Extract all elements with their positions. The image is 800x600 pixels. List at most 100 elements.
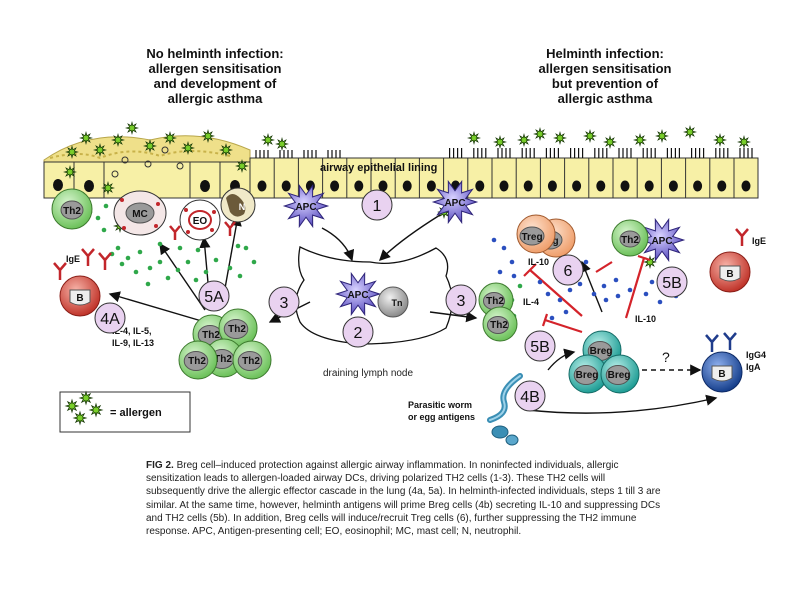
allergen-icon — [713, 133, 727, 147]
arrow-apc-to-node-right — [379, 214, 441, 261]
cytokine-dot — [577, 281, 583, 287]
step-label: 1 — [373, 198, 382, 215]
th2-label: Th2 — [63, 206, 81, 217]
th2-cell-epithelium: Th2 — [51, 188, 93, 230]
th2-label: Th2 — [490, 320, 508, 331]
arrow-worm-to-breg — [547, 348, 576, 371]
caption-text: Breg cell–induced protection against all… — [146, 460, 661, 538]
step-label: 3 — [280, 295, 289, 312]
cytokines-line-2: IL-9, IL-13 — [112, 338, 154, 348]
cytokine-dot — [147, 265, 153, 271]
inhibition-lines — [523, 254, 651, 334]
cytokine-dot — [195, 247, 201, 253]
cytokine-dot — [175, 267, 181, 273]
cytokine-dot — [165, 275, 171, 281]
allergen-icon — [111, 133, 125, 147]
apc-label: APC — [347, 290, 368, 301]
epithelium-label: airway epithelial lining — [320, 162, 437, 174]
arrow-breg-to-treg — [580, 260, 603, 313]
inhibit-breg-th2 — [544, 318, 583, 334]
eosinophil-label: EO — [193, 216, 208, 227]
allergen-icon — [583, 129, 597, 143]
apc-label: APC — [444, 198, 465, 209]
question-mark: ? — [662, 349, 670, 365]
cytokine-dot — [185, 259, 191, 265]
step-marker — [514, 380, 546, 412]
cytokine-dot — [643, 291, 649, 297]
cytokine-dot — [497, 269, 503, 275]
allergen-icon — [517, 133, 531, 147]
right-heading-line: Helminth infection: — [546, 46, 664, 61]
step-marker — [656, 266, 688, 298]
cytokine-dot — [101, 227, 107, 233]
step-marker — [445, 284, 477, 316]
allergen-icon — [79, 131, 93, 145]
cytokine-dot — [243, 245, 249, 251]
b-cell-label: B — [76, 293, 83, 304]
cytokine-dot — [627, 287, 633, 293]
allergen-icon — [88, 402, 104, 418]
allergen-icon — [737, 135, 751, 149]
arrow-th2-to-bcell — [108, 291, 206, 323]
allergen-icon — [72, 410, 88, 426]
th2-cell-upper-right: Th2 — [611, 219, 649, 257]
ige-label-left: IgE — [66, 254, 80, 264]
cytokine-dot — [203, 269, 209, 275]
arrow-worm-to-bcell — [527, 394, 718, 414]
allergen-icon — [181, 141, 195, 155]
breg-label: Breg — [590, 346, 613, 357]
cytokine-dot — [157, 259, 163, 265]
cytokine-dot — [115, 245, 121, 251]
allergen-icon — [101, 181, 115, 195]
left-heading-line: allergen sensitisation — [148, 61, 282, 76]
neutrophil-label: N — [239, 202, 246, 212]
cytokine-dot — [177, 245, 183, 251]
mast-cell: MC — [113, 190, 167, 236]
left-heading: No helminth infection: allergen sensitis… — [110, 46, 320, 106]
il10-label-upper: IL-10 — [528, 257, 549, 267]
cytokine-dot — [591, 291, 597, 297]
step-label: 3 — [457, 293, 466, 310]
th2-label: Th2 — [242, 356, 260, 367]
cytokine-dot — [657, 299, 663, 305]
allergen-icon — [655, 129, 669, 143]
cytokine-dot — [119, 261, 125, 267]
cytokine-dot — [649, 279, 655, 285]
figure-caption: FIG 2. Breg cell–induced protection agai… — [146, 459, 666, 538]
allergen-icon — [93, 143, 107, 157]
arrow-apc-to-node-left — [321, 227, 355, 262]
cytokine-dot — [601, 283, 607, 289]
parasitic-worm-icon — [487, 373, 523, 446]
th2-label: Th2 — [202, 330, 220, 341]
th2-label: Th2 — [188, 356, 206, 367]
step-marker — [342, 316, 374, 348]
cytokine-dot — [537, 279, 543, 285]
allergen-icon — [163, 131, 177, 145]
ige-antibodies-left — [53, 221, 236, 280]
worm-label-line-1: Parasitic worm — [408, 400, 472, 410]
cytokine-dot — [227, 265, 233, 271]
allergen-icon — [78, 390, 94, 406]
cytokine-dot — [563, 309, 569, 315]
cytokine-dot — [137, 249, 143, 255]
b-cell-right-lower: B — [701, 351, 743, 393]
cytokine-dot — [237, 273, 243, 279]
arrow-th2-to-mastcell — [159, 242, 206, 311]
worm-label-line-2: or egg antigens — [408, 412, 475, 422]
cytokine-dot — [557, 297, 563, 303]
cytokine-dot — [501, 245, 507, 251]
apc-label: APC — [651, 236, 672, 247]
b-cell-label: B — [718, 369, 725, 380]
allergen-icon — [143, 139, 157, 153]
cytokine-dot — [509, 259, 515, 265]
allergen-icon — [533, 127, 547, 141]
b-cell-left: B — [59, 275, 101, 317]
right-epithelium — [249, 148, 759, 199]
cytokine-dot — [133, 269, 139, 275]
caption-label: FIG 2. — [146, 460, 174, 471]
cytokine-dot — [193, 277, 199, 283]
allergen-icon — [467, 131, 481, 145]
